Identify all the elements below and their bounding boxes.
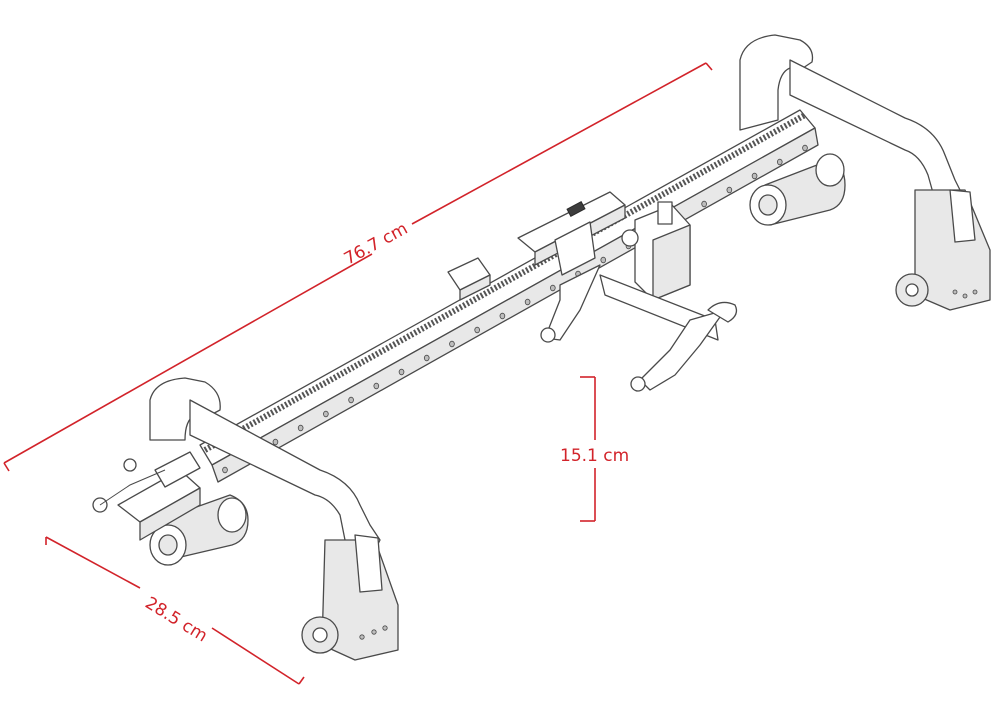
height-label: 15.1 cm [560,446,629,466]
end-bracket-front [149,377,399,661]
rail-hole [751,172,758,180]
end-bracket-back [739,34,991,311]
rail-stop-block [447,257,491,301]
rail-hole [272,438,279,446]
slider-illustration [92,34,991,661]
rail-hole [701,200,707,208]
rail-hole [398,368,405,376]
wheels-back [749,153,846,226]
rail [199,109,819,483]
rail-hole [323,410,329,418]
motor-housing [92,451,201,541]
rail-hole [776,158,783,166]
rail-hole [297,424,304,432]
rail-hole [600,256,607,264]
rail-hole [524,298,531,306]
dimension-height: 15.1 cm [560,376,629,522]
wheels-front [149,494,249,566]
rail-hole [474,326,480,334]
length-label: 76.7 cm [341,219,411,270]
carriage [517,191,738,392]
dimension-length: 76.7 cm [3,62,713,472]
rail-hole [550,284,556,292]
rail-hole [348,396,354,404]
width-label: 28.5 cm [141,593,210,646]
rail-hole [373,382,380,390]
rail-hole [802,144,808,152]
rail-hole [423,354,430,362]
rail-hole [449,340,455,348]
rail-hole [726,186,733,194]
rail-hole [222,466,228,474]
rail-hole [499,312,506,320]
